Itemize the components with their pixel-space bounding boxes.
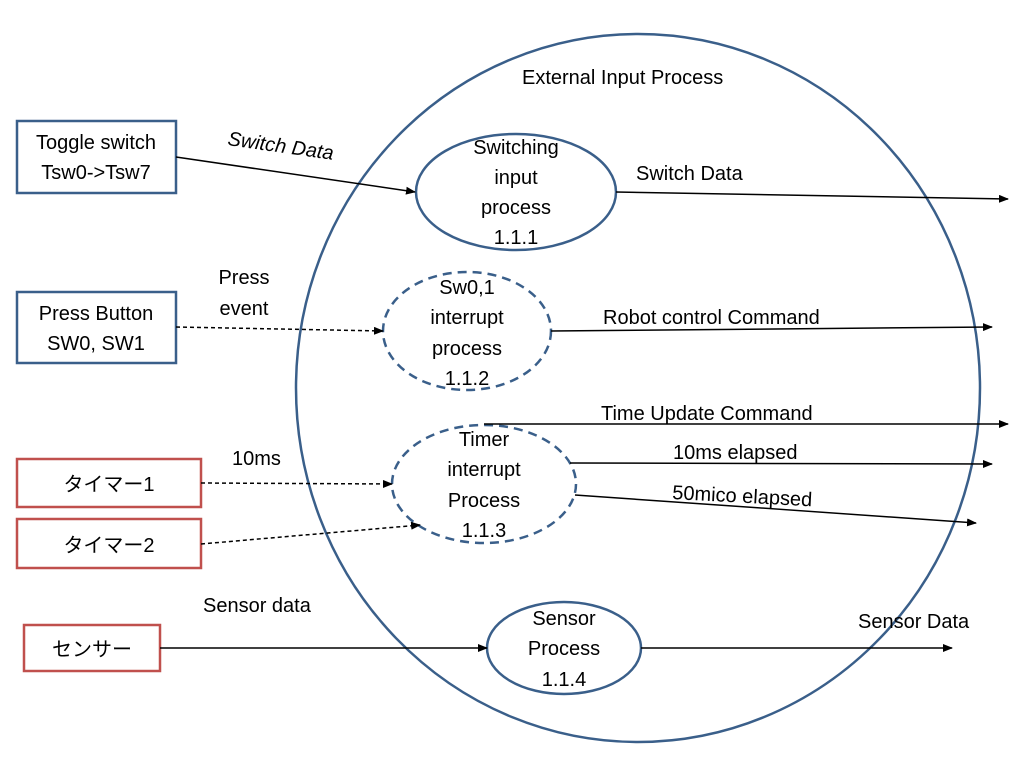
process-1-1-1-line1: Switching xyxy=(473,137,559,159)
source-timer1: タイマー1 xyxy=(15,457,203,509)
source-timer2: タイマー2 xyxy=(15,517,203,570)
process-1-1-4-id: 1.1.4 xyxy=(542,669,586,691)
arrow-switch-data-in xyxy=(175,156,416,195)
label-press-event-2: event xyxy=(220,298,269,320)
label-10ms: 10ms xyxy=(232,448,281,470)
process-1-1-3-line2: interrupt xyxy=(447,459,521,481)
process-1-1-3-line3: Process xyxy=(448,490,520,512)
source-toggle-switch: Toggle switch Tsw0->Tsw7 xyxy=(15,119,178,195)
process-sensor: Sensor Process 1.1.4 xyxy=(485,600,643,696)
source-sensor: センサー xyxy=(22,623,162,673)
process-1-1-4-line2: Process xyxy=(528,638,600,660)
label-press-event-1: Press xyxy=(218,267,269,289)
process-1-1-2-line3: process xyxy=(432,338,502,360)
process-1-1-2-id: 1.1.2 xyxy=(445,368,489,390)
press-button-label: Press Button xyxy=(39,303,154,325)
label-time-update: Time Update Command xyxy=(601,403,813,425)
process-1-1-3-id: 1.1.3 xyxy=(462,520,506,542)
toggle-switch-sublabel: Tsw0->Tsw7 xyxy=(41,162,150,184)
process-1-1-1-line3: process xyxy=(481,197,551,219)
label-sensor-data-in: Sensor data xyxy=(203,595,312,617)
arrow-50mico-elapsed xyxy=(574,494,977,527)
arrow-timer2 xyxy=(200,521,421,545)
label-sensor-data-out: Sensor Data xyxy=(858,611,970,633)
process-1-1-4-line1: Sensor xyxy=(532,608,596,630)
process-timer-interrupt: Timer interrupt Process 1.1.3 xyxy=(390,423,578,545)
arrow-switch-data-out xyxy=(615,191,1009,203)
process-sw-interrupt: Sw0,1 interrupt process 1.1.2 xyxy=(381,270,553,392)
label-switch-data-in: Switch Data xyxy=(226,128,335,165)
source-press-button: Press Button SW0, SW1 xyxy=(15,290,178,365)
label-switch-data-out: Switch Data xyxy=(636,163,744,185)
press-button-sublabel: SW0, SW1 xyxy=(47,333,145,355)
sensor-label: センサー xyxy=(52,639,132,661)
timer2-label: タイマー2 xyxy=(63,534,154,557)
process-1-1-1-id: 1.1.1 xyxy=(494,227,538,249)
process-1-1-2-line1: Sw0,1 xyxy=(439,277,495,299)
process-1-1-1-line2: input xyxy=(494,167,538,189)
timer1-label: タイマー1 xyxy=(63,473,154,496)
process-1-1-3-line1: Timer xyxy=(459,429,510,451)
arrow-10ms-elapsed xyxy=(569,459,993,468)
label-50mico-elapsed: 50mico elapsed xyxy=(672,482,813,511)
arrow-timer1-10ms xyxy=(200,479,393,488)
process-switching-input: Switching input process 1.1.1 xyxy=(414,132,618,252)
label-robot-command: Robot control Command xyxy=(603,307,820,329)
process-1-1-2-line2: interrupt xyxy=(430,307,504,329)
toggle-switch-label: Toggle switch xyxy=(36,132,156,154)
boundary-title: External Input Process xyxy=(522,67,723,89)
label-10ms-elapsed: 10ms elapsed xyxy=(673,442,798,464)
arrow-robot-command xyxy=(550,323,993,332)
arrow-press-event xyxy=(175,326,384,335)
external-input-process-boundary xyxy=(294,32,982,744)
